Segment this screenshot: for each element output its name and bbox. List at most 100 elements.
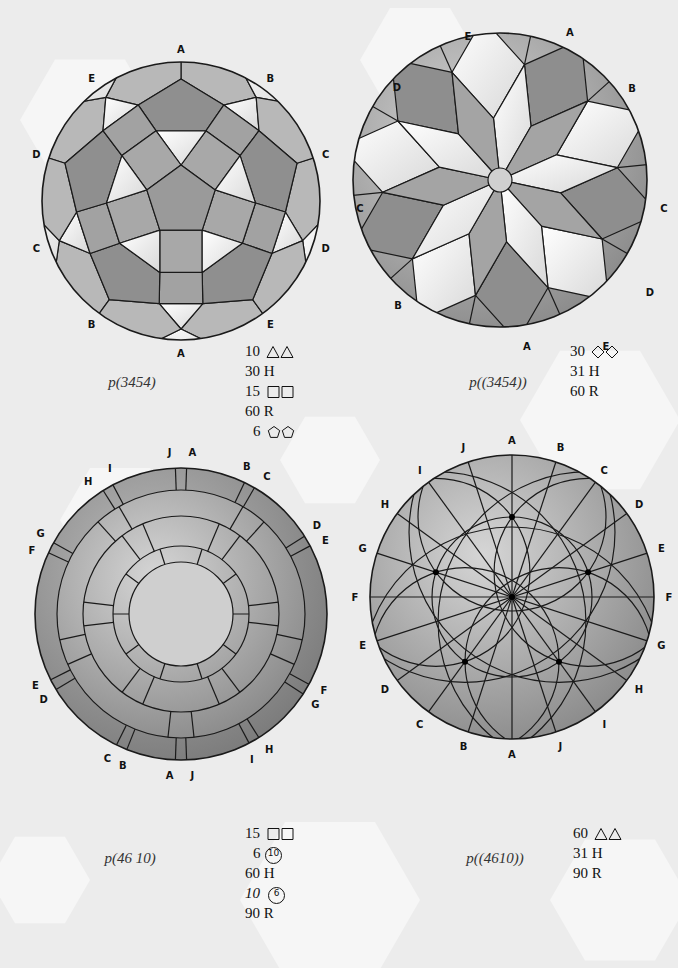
polyhedron-edge: [239, 724, 249, 743]
polyhedron-edge: [185, 468, 187, 490]
vertex-letter: G: [657, 640, 665, 651]
polyhedron-edge: [117, 725, 127, 745]
vertex-letter: D: [646, 287, 654, 298]
vertex-letter: H: [265, 744, 273, 755]
vertex-letter: A: [566, 27, 574, 38]
count-line-text: 60 H: [245, 865, 275, 881]
vertex-letter-text: J: [559, 741, 563, 752]
vertex-letter: D: [321, 243, 329, 254]
polyhedron-edge: [35, 468, 327, 760]
vertex-letter-text: F: [352, 592, 359, 603]
vertex-letter-text: E: [32, 680, 39, 691]
pent-shape: [282, 427, 293, 438]
vertex-letter-text: B: [557, 442, 565, 453]
vertex-letter: I: [108, 463, 112, 474]
polyhedron-edge: [371, 568, 559, 756]
vertex-letter: B: [88, 319, 96, 330]
vertex-letter-text: D: [646, 287, 654, 298]
vertex-letter: H: [84, 476, 92, 487]
tri-symbol: [593, 827, 623, 841]
sq-shape: [282, 829, 293, 840]
tri-shape: [281, 347, 293, 358]
vertex-letter-text: A: [508, 435, 516, 446]
polyhedron-edge: [438, 472, 678, 772]
count-line-text: 60: [573, 825, 588, 841]
vertex-letter: G: [37, 528, 45, 539]
count-line-text: 15: [245, 825, 260, 841]
polyhedron-face: [159, 272, 203, 303]
vertex-letter-text: D: [313, 520, 321, 531]
polyhedron-edge: [175, 738, 177, 760]
polyhedron-edge: [129, 562, 233, 666]
sq-shape: [268, 387, 279, 398]
polyhedron-edge: [223, 574, 236, 583]
vertex-letter: B: [243, 461, 251, 472]
vertex-letter: J: [559, 741, 563, 752]
polyhedron-edge: [122, 536, 140, 560]
vertex-letter: H: [635, 684, 643, 695]
figure-caption-text: p(46 10): [104, 850, 155, 866]
pent-shape: [268, 427, 279, 438]
vertex-letter: F: [29, 545, 36, 556]
polyhedron-edge: [393, 511, 631, 684]
vertex-dot: [433, 569, 439, 575]
polyhedron-edge: [233, 613, 249, 614]
vertex-letter: G: [359, 543, 367, 554]
vertex-letter-text: E: [88, 73, 95, 84]
vertex-letter: D: [381, 684, 389, 695]
background-hexagon: [280, 417, 380, 504]
polyhedron-edge: [277, 634, 302, 639]
count-line: 10: [245, 885, 260, 902]
vertex-letter-text: A: [508, 749, 516, 760]
vertex-letter: D: [32, 149, 40, 160]
polyhedron-edge: [168, 712, 171, 738]
circled-number-text: 10: [265, 847, 282, 864]
vertex-letter: D: [40, 694, 48, 705]
vertex-letter: C: [322, 149, 329, 160]
vertex-letter: C: [416, 719, 423, 730]
count-line: 15: [245, 825, 295, 842]
polyhedron-face: [107, 156, 147, 203]
vertex-letter: C: [33, 243, 40, 254]
vertex-letter-text: H: [84, 476, 92, 487]
figure-caption: p((3454)): [469, 374, 526, 391]
count-line: 6: [253, 423, 296, 440]
sphere-disk: [35, 468, 327, 760]
polyhedron-face: [230, 49, 310, 107]
figure-caption: p(46 10): [104, 850, 155, 867]
polyhedron-face: [147, 165, 215, 230]
polyhedron-edge: [49, 553, 69, 562]
vertex-letter-text: E: [359, 640, 366, 651]
vertex-letter-text: D: [32, 149, 40, 160]
polyhedron-edge: [372, 552, 652, 643]
tri-symbol: [265, 345, 295, 359]
vertex-letter: E: [322, 535, 329, 546]
vertex-letter-text: G: [37, 528, 45, 539]
dia-shape: [606, 346, 618, 358]
sq-symbol: [265, 385, 295, 399]
vertex-letter: H: [381, 499, 389, 510]
background-hexagon: [550, 839, 678, 960]
polyhedron-edge: [290, 674, 309, 685]
polyhedron-edge: [370, 455, 654, 739]
polyhedron-face: [87, 300, 181, 354]
polyhedron-edge: [249, 602, 279, 606]
vertex-letter-text: F: [29, 545, 36, 556]
vertex-letter: A: [166, 770, 174, 781]
sphere-pattern: [286, 382, 678, 827]
vertex-letter-text: B: [119, 760, 127, 771]
polyhedron-edge: [285, 682, 303, 694]
vertex-letter: B: [119, 760, 127, 771]
circled-number: 6: [268, 882, 285, 904]
vertex-letter: J: [168, 447, 172, 458]
vertex-letter-text: C: [660, 203, 667, 214]
vertex-letter-text: B: [243, 461, 251, 472]
vertex-letter-text: A: [566, 27, 574, 38]
count-line-text: 6: [253, 845, 261, 861]
count-line: 60 R: [245, 403, 274, 420]
count-line-text: 60 R: [570, 383, 599, 399]
figure-caption: p(3454): [108, 374, 156, 391]
count-line: 10: [245, 343, 295, 360]
polyhedron-edge: [175, 468, 177, 490]
polyhedron-edge: [113, 485, 123, 504]
